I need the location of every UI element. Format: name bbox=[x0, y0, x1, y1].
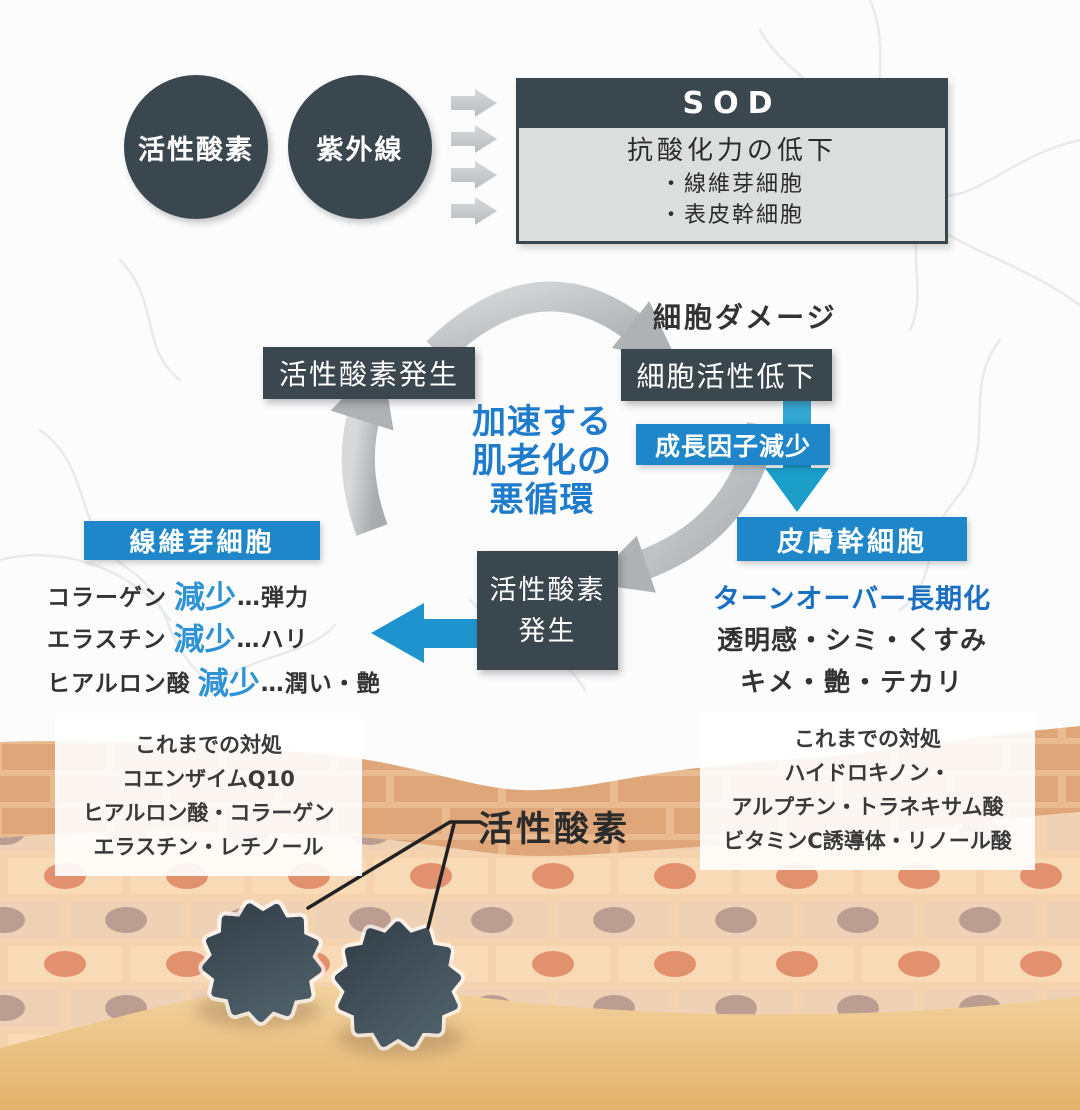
cycle-center-title: 加速する 肌老化の 悪循環 bbox=[440, 403, 644, 520]
sod-box: SOD 抗酸化力の低下 ・線維芽細胞 ・表皮幹細胞 bbox=[516, 78, 948, 244]
fibroblast-item-elastin: エラスチン 減少 …ハリ bbox=[47, 614, 309, 659]
infobox-title: これまでの対処 bbox=[135, 733, 282, 757]
fibroblast-label-box: 線維芽細胞 bbox=[84, 521, 320, 560]
fibroblast-item-hyaluronic-acid: ヒアルロン酸 減少 …潤い・艶 bbox=[47, 658, 381, 703]
cycle-center-title-line3: 悪循環 bbox=[489, 480, 595, 520]
item-change: 減少 bbox=[197, 666, 260, 702]
blue-left-arrow bbox=[371, 603, 478, 663]
item-result: …潤い・艶 bbox=[260, 670, 381, 697]
growth-factor-decrease-label: 成長因子減少 bbox=[654, 431, 811, 461]
ros-generation-bottom-line2: 発生 bbox=[518, 615, 577, 647]
skin-stem-cell-label: 皮膚幹細胞 bbox=[777, 526, 927, 558]
active-oxygen-skin-label: 活性酸素 bbox=[478, 810, 631, 850]
sod-bullet-fibroblast: ・線維芽細胞 bbox=[659, 172, 804, 197]
cycle-arrow-left-up bbox=[330, 357, 394, 536]
conventional-treatment-left-box: これまでの対処 コエンザイムQ10 ヒアルロン酸・コラーゲン エラスチン・レチノ… bbox=[55, 718, 362, 876]
cell-activity-decline-label: 細胞活性低下 bbox=[636, 360, 817, 393]
cycle-center-title-line2: 肌老化の bbox=[472, 441, 612, 481]
ros-generation-top-box: 活性酸素発生 bbox=[263, 347, 475, 399]
cell-damage-label: 細胞ダメージ bbox=[653, 301, 838, 334]
active-oxygen-circle: 活性酸素 bbox=[124, 75, 268, 219]
infobox-line: アルプチン・トラネキサム酸 bbox=[731, 795, 1004, 819]
item-result: …ハリ bbox=[236, 626, 309, 653]
sod-box-body: 抗酸化力の低下 ・線維芽細胞 ・表皮幹細胞 bbox=[519, 128, 945, 241]
sod-decline-text: 抗酸化力の低下 bbox=[626, 136, 837, 166]
ros-generation-bottom-box: 活性酸素 発生 bbox=[477, 551, 618, 670]
infobox-line: ヒアルロン酸・コラーゲン bbox=[82, 801, 335, 825]
growth-factor-decrease-box: 成長因子減少 bbox=[636, 424, 830, 465]
uv-rays-circle-label: 紫外線 bbox=[316, 134, 404, 166]
infobox-title: これまでの対処 bbox=[794, 727, 941, 751]
stem-effects-line3: キメ・艶・テカリ bbox=[739, 668, 964, 698]
ros-pointer-lines bbox=[306, 820, 482, 930]
item-name: エラスチン bbox=[47, 626, 167, 653]
turnover-prolongation-text: ターンオーバー長期化 bbox=[712, 584, 992, 615]
fibroblast-item-collagen: コラーゲン 減少 …弾力 bbox=[47, 572, 309, 617]
skin-stem-cell-label-box: 皮膚幹細胞 bbox=[737, 517, 967, 561]
infobox-line: コエンザイムQ10 bbox=[122, 767, 295, 791]
infobox-line: エラスチン・レチノール bbox=[93, 835, 324, 859]
item-name: コラーゲン bbox=[47, 584, 167, 611]
item-change: 減少 bbox=[174, 580, 236, 616]
cycle-arrow-top bbox=[426, 281, 678, 363]
fibroblast-label: 線維芽細胞 bbox=[129, 528, 275, 558]
stem-effects-line2: 透明感・シミ・くすみ bbox=[716, 626, 987, 656]
conventional-treatment-right-box: これまでの対処 ハイドロキノン・ アルプチン・トラネキサム酸 ビタミンC誘導体・… bbox=[700, 712, 1035, 870]
cell-activity-decline-box: 細胞活性低下 bbox=[621, 349, 832, 401]
sod-box-header: SOD bbox=[519, 81, 945, 128]
infobox-line: ハイドロキノン・ bbox=[784, 761, 951, 785]
uv-rays-circle: 紫外線 bbox=[288, 75, 432, 219]
sod-bullet-epidermal-stem: ・表皮幹細胞 bbox=[659, 203, 804, 228]
infobox-line: ビタミンC誘導体・リノール酸 bbox=[723, 829, 1012, 853]
ros-generation-top-label: 活性酸素発生 bbox=[278, 358, 459, 391]
item-name: ヒアルロン酸 bbox=[47, 670, 191, 697]
cycle-center-title-line1: 加速する bbox=[472, 402, 612, 442]
active-oxygen-circle-label: 活性酸素 bbox=[138, 134, 254, 166]
item-change: 減少 bbox=[173, 622, 236, 658]
item-result: …弾力 bbox=[237, 584, 309, 611]
ros-generation-bottom-line1: 活性酸素 bbox=[489, 574, 606, 606]
